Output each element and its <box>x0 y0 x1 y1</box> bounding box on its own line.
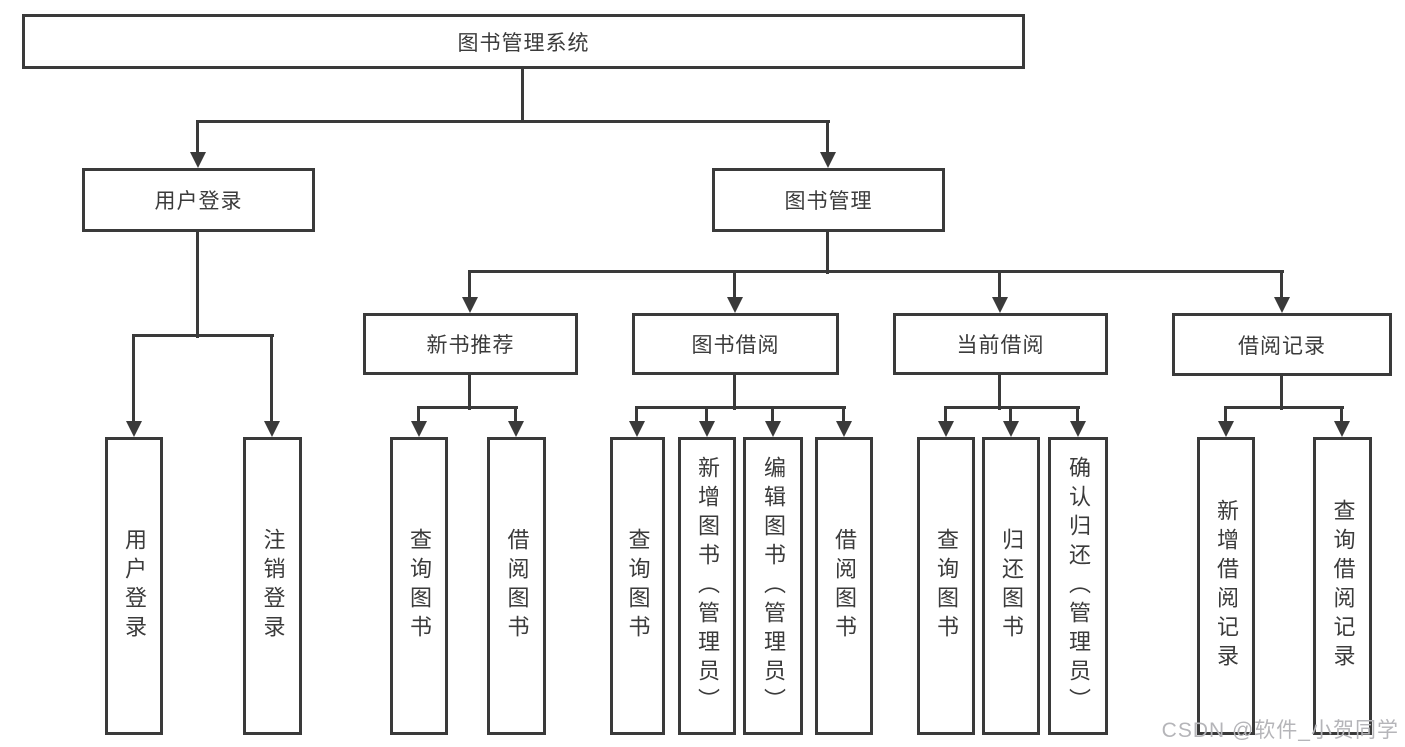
connector-line <box>1009 408 1012 423</box>
connector-line <box>635 408 638 423</box>
connector-arrow-icon <box>1218 421 1234 437</box>
connector-line <box>468 270 1284 273</box>
connector-line <box>733 272 736 299</box>
connector-arrow-icon <box>411 421 427 437</box>
leaf-query-books-current: 查询图书 <box>917 437 975 735</box>
leaf-confirm-return-admin: 确认归还（管理员） <box>1048 437 1108 735</box>
connector-line <box>417 408 420 423</box>
leaf-borrow-books-recommendation: 借阅图书 <box>487 437 546 735</box>
connector-line <box>635 406 846 409</box>
connector-line <box>1280 375 1283 410</box>
node-borrowing-records: 借阅记录 <box>1172 313 1392 376</box>
connector-arrow-icon <box>1070 421 1086 437</box>
connector-line <box>1224 408 1227 423</box>
connector-line <box>826 122 829 154</box>
connector-line <box>842 408 845 423</box>
connector-arrow-icon <box>992 297 1008 313</box>
connector-line <box>468 375 471 410</box>
connector-arrow-icon <box>126 421 142 437</box>
connector-line <box>998 272 1001 299</box>
node-new-book-recommendation: 新书推荐 <box>363 313 578 375</box>
connector-arrow-icon <box>765 421 781 437</box>
connector-arrow-icon <box>820 152 836 168</box>
connector-line <box>196 232 199 338</box>
connector-line <box>1340 408 1343 423</box>
csdn-watermark: CSDN @软件_小贺同学 <box>1161 719 1399 742</box>
node-library-management-system: 图书管理系统 <box>22 14 1025 69</box>
node-book-management: 图书管理 <box>712 168 945 232</box>
leaf-logout: 注销登录 <box>243 437 302 735</box>
connector-line <box>944 406 1080 409</box>
connector-line <box>771 408 774 423</box>
connector-line <box>132 334 274 337</box>
connector-arrow-icon <box>462 297 478 313</box>
leaf-query-books-recommendation: 查询图书 <box>390 437 448 735</box>
connector-line <box>944 408 947 423</box>
connector-arrow-icon <box>264 421 280 437</box>
connector-arrow-icon <box>1274 297 1290 313</box>
leaf-add-books-admin: 新增图书（管理员） <box>678 437 736 735</box>
leaf-return-books: 归还图书 <box>982 437 1040 735</box>
connector-line <box>1224 406 1344 409</box>
connector-line <box>705 408 708 423</box>
connector-arrow-icon <box>508 421 524 437</box>
connector-arrow-icon <box>938 421 954 437</box>
connector-arrow-icon <box>699 421 715 437</box>
connector-line <box>196 120 830 123</box>
connector-arrow-icon <box>836 421 852 437</box>
connector-line <box>733 375 736 410</box>
leaf-add-borrow-record: 新增借阅记录 <box>1197 437 1255 735</box>
leaf-query-books-borrowing: 查询图书 <box>610 437 665 735</box>
connector-line <box>270 336 273 423</box>
connector-arrow-icon <box>190 152 206 168</box>
leaf-borrow-books-borrowing: 借阅图书 <box>815 437 873 735</box>
node-user-login: 用户登录 <box>82 168 315 232</box>
node-current-borrowing: 当前借阅 <box>893 313 1108 375</box>
node-book-borrowing: 图书借阅 <box>632 313 839 375</box>
connector-line <box>468 272 471 299</box>
connector-line <box>1280 272 1283 299</box>
connector-line <box>417 406 518 409</box>
connector-line <box>826 232 829 274</box>
connector-line <box>196 122 199 154</box>
connector-arrow-icon <box>629 421 645 437</box>
leaf-edit-books-admin: 编辑图书（管理员） <box>743 437 803 735</box>
connector-arrow-icon <box>1003 421 1019 437</box>
connector-line <box>998 375 1001 410</box>
connector-line <box>1076 408 1079 423</box>
connector-line <box>521 69 524 123</box>
connector-line <box>132 336 135 423</box>
connector-arrow-icon <box>1334 421 1350 437</box>
connector-line <box>514 408 517 423</box>
connector-arrow-icon <box>727 297 743 313</box>
leaf-user-login: 用户登录 <box>105 437 163 735</box>
leaf-query-borrow-record: 查询借阅记录 <box>1313 437 1372 735</box>
